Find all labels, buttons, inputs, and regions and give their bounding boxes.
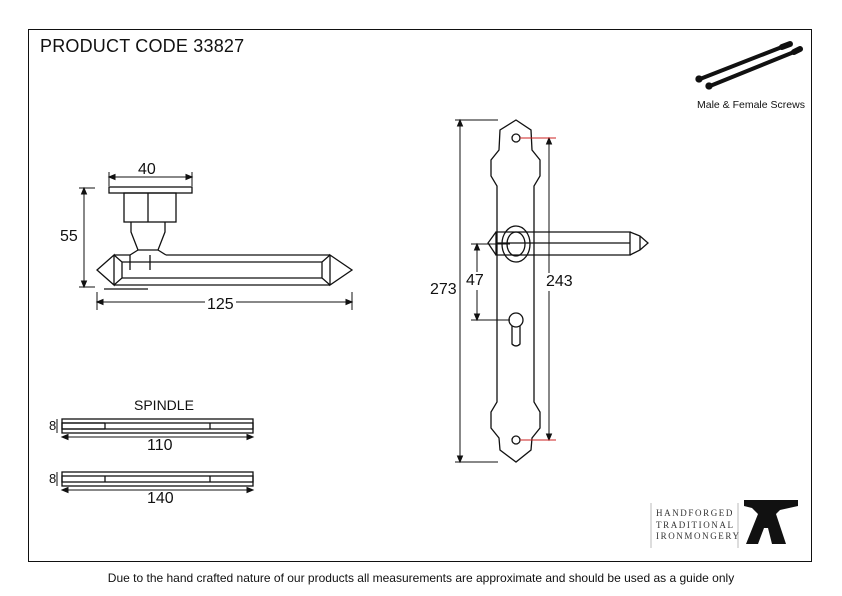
spindle-140-thickness: 8 (49, 471, 57, 486)
spindle-110-dimension (56, 419, 255, 441)
anvil-icon (744, 500, 798, 544)
backplate-centres-label: 243 (545, 273, 574, 291)
screws-label: Male & Female Screws (697, 99, 805, 111)
backplate (487, 119, 649, 463)
centre-marks (520, 137, 556, 441)
lever-width-label: 40 (138, 161, 156, 178)
disclaimer: Due to the hand crafted nature of our pr… (107, 571, 735, 585)
screws-icon (695, 41, 803, 90)
spindle-title: SPINDLE (134, 397, 194, 413)
logo-line: TRADITIONAL (656, 519, 735, 530)
logo-text: HANDFORGED TRADITIONAL IRONMONGERY (656, 508, 741, 543)
lever-length-label: 125 (205, 296, 236, 314)
product-code: PRODUCT CODE 33827 (40, 36, 245, 56)
lever-height-label: 55 (60, 228, 78, 245)
spindle-140 (61, 471, 254, 487)
lever-keyhole-label: 47 (466, 272, 484, 290)
logo-divider (650, 503, 739, 548)
lever-dimensions (79, 172, 354, 310)
drawing-frame (28, 29, 812, 562)
lever-side-view (96, 186, 354, 290)
backplate-dimensions (455, 118, 553, 464)
spindle-110 (61, 418, 254, 434)
spindle-110-length: 110 (147, 437, 173, 454)
logo-line: HANDFORGED (656, 508, 735, 518)
spindle-140-length: 140 (147, 490, 174, 507)
backplate-total-label: 273 (430, 281, 457, 299)
spindle-110-thickness: 8 (49, 418, 57, 433)
logo-line: IRONMONGERY (656, 531, 741, 541)
spindle-140-dimension (56, 472, 255, 494)
